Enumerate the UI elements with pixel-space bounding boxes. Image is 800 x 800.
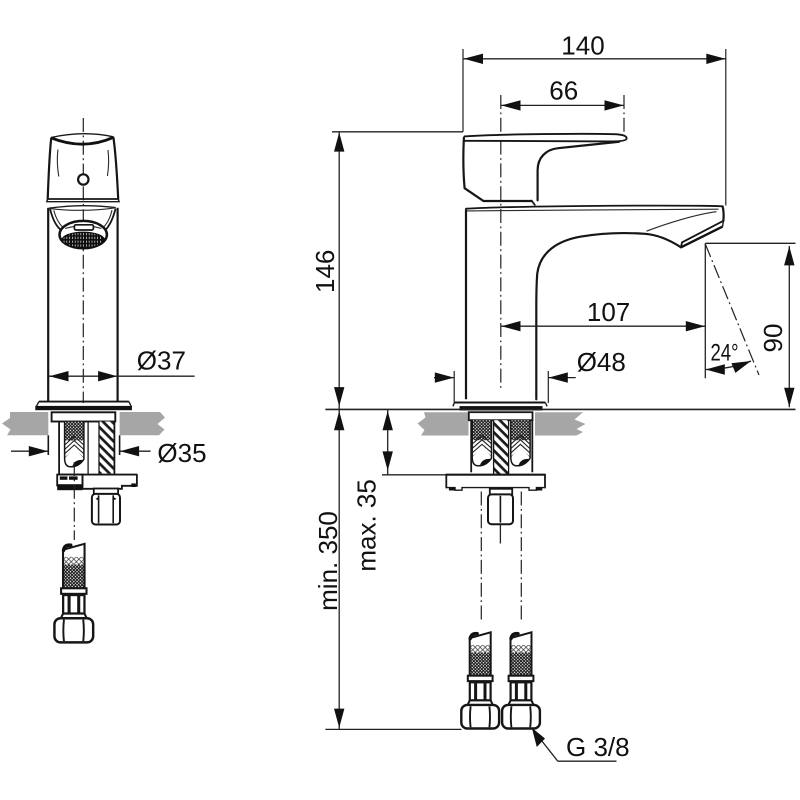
svg-text:min. 350: min. 350 (313, 511, 343, 611)
svg-text:24°: 24° (711, 340, 739, 367)
svg-text:Ø48: Ø48 (577, 347, 626, 377)
svg-text:Ø35: Ø35 (157, 438, 206, 468)
svg-text:G 3/8: G 3/8 (566, 732, 630, 762)
svg-text:66: 66 (549, 76, 578, 106)
svg-text:90: 90 (758, 324, 788, 353)
svg-text:107: 107 (587, 297, 630, 327)
svg-text:140: 140 (561, 31, 604, 61)
svg-text:146: 146 (310, 250, 340, 293)
svg-text:Ø37: Ø37 (137, 345, 186, 375)
svg-text:max. 35: max. 35 (352, 479, 382, 572)
